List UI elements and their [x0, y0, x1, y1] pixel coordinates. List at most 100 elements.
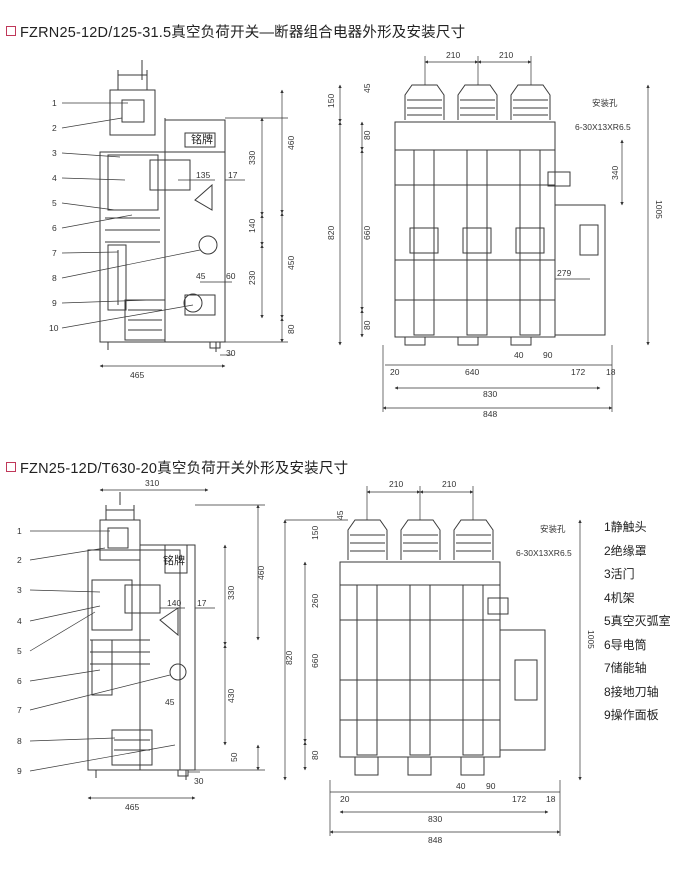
d2f-dim-210b: 210	[442, 479, 456, 489]
d2-part-1: 1	[17, 526, 22, 536]
d1-front-dim-text: 210 210 45 150 80 820 660 80 340 279 100…	[326, 50, 664, 419]
d1f-dim-90: 90	[543, 350, 553, 360]
d1-mount-hole-spec: 6-30X13XR6.5	[575, 122, 631, 132]
d1-side-dim-lines	[99, 89, 288, 368]
d2-side-dim-lines	[87, 488, 265, 800]
d1f-dim-210b: 210	[499, 50, 513, 60]
legend-item: 8接地刀轴	[604, 684, 659, 699]
d1f-dim-279: 279	[557, 268, 571, 278]
d2f-dim-40: 40	[456, 781, 466, 791]
d2-part-8: 8	[17, 736, 22, 746]
d2-dim-310: 310	[145, 478, 159, 488]
d2-dim-17: 17	[197, 598, 207, 608]
d1f-dim-340: 340	[610, 166, 620, 180]
d1-part-9: 9	[52, 298, 57, 308]
d2-front-dim-lines	[283, 486, 582, 836]
d1-part-10: 10	[49, 323, 59, 333]
d2-dim-430: 430	[226, 689, 236, 703]
d1-dim-460: 460	[286, 136, 296, 150]
legend-item: 3活门	[604, 567, 635, 581]
d2f-dim-20: 20	[340, 794, 350, 804]
d1-part-1: 1	[52, 98, 57, 108]
d1-dim-230: 230	[247, 271, 257, 285]
d2f-dim-80: 80	[310, 750, 320, 760]
d1f-dim-172: 172	[571, 367, 585, 377]
parts-legend: 1静触头 2绝缘罩 3活门 4机架 5真空灭弧室 6导电筒 7储能轴 8接地刀轴…	[604, 516, 671, 728]
d2f-dim-830: 830	[428, 814, 442, 824]
d1f-dim-80bot: 80	[362, 320, 372, 330]
d2f-dim-260: 260	[310, 594, 320, 608]
legend-item: 9操作面板	[604, 708, 659, 722]
d2f-dim-45: 45	[335, 510, 345, 520]
d2-nameplate-label: 铭牌	[163, 553, 185, 567]
d1f-dim-848: 848	[483, 409, 497, 419]
legend-item: 1静触头	[604, 520, 647, 534]
d2-part-5: 5	[17, 646, 22, 656]
d1-part-6: 6	[52, 223, 57, 233]
title-bullet-icon	[6, 462, 16, 472]
d1-part-2: 2	[52, 123, 57, 133]
d1-dim-80: 80	[286, 324, 296, 334]
d1-dim-140: 140	[247, 219, 257, 233]
d1-dim-330: 330	[247, 151, 257, 165]
d2f-dim-848: 848	[428, 835, 442, 845]
d1-front-view	[394, 84, 606, 346]
d2-part-3: 3	[17, 585, 22, 595]
d2-side-dim-text: 310 465 140 17 45 30 330 430 460 50	[125, 478, 266, 812]
d2-bushings	[347, 519, 494, 560]
d2-dim-45: 45	[165, 697, 175, 707]
d1-front-dim-lines	[338, 56, 650, 412]
d1-bushings	[404, 84, 551, 120]
d1f-dim-210a: 210	[446, 50, 460, 60]
legend-item: 7储能轴	[604, 661, 647, 675]
d1-dim-450: 450	[286, 256, 296, 270]
d1f-dim-1005: 1005	[654, 200, 664, 219]
d1-nameplate-label: 铭牌	[191, 132, 213, 146]
d2f-dim-660: 660	[310, 654, 320, 668]
d2-front-view	[339, 519, 546, 776]
d1-dim-135: 135	[196, 170, 210, 180]
d2-mount-hole-spec: 6-30X13XR6.5	[516, 548, 572, 558]
d2-dim-465: 465	[125, 802, 139, 812]
d1-part-5: 5	[52, 198, 57, 208]
d2f-dim-210a: 210	[389, 479, 403, 489]
d2-part-numbers: 1 2 3 4 5 6 7 8 9	[17, 526, 22, 776]
d2-part-7: 7	[17, 705, 22, 715]
diagram1-title: FZRN25-12D/125-31.5真空负荷开关—断器组合电器外形及安装尺寸	[6, 21, 465, 42]
d2f-dim-172: 172	[512, 794, 526, 804]
d2-front-dim-text: 210 210 45 150 260 820 660 80 1005 20 40…	[284, 479, 596, 845]
d2-dim-460: 460	[256, 566, 266, 580]
d1-part-8: 8	[52, 273, 57, 283]
d2f-dim-18: 18	[546, 794, 556, 804]
d2-part-4: 4	[17, 616, 22, 626]
d1f-dim-660: 660	[362, 226, 372, 240]
d2-mount-hole-label: 安装孔	[540, 524, 566, 534]
d1f-dim-150: 150	[326, 94, 336, 108]
legend-item: 2绝缘罩	[604, 543, 647, 558]
d1-dim-465: 465	[130, 370, 144, 380]
d1-part-leaders	[61, 102, 201, 329]
d2-part-6: 6	[17, 676, 22, 686]
diagram1-title-text: FZRN25-12D/125-31.5真空负荷开关—断器组合电器外形及安装尺寸	[20, 25, 466, 41]
d2-part-leaders	[29, 530, 176, 772]
d1-side-dim-text: 465 135 17 45 60 30 330 140 230 460 450 …	[130, 136, 296, 380]
d2f-dim-820: 820	[284, 651, 294, 665]
d1-part-7: 7	[52, 248, 57, 258]
d2-dim-50: 50	[229, 752, 239, 762]
d1f-dim-45: 45	[362, 83, 372, 93]
d1-part-numbers: 1 2 3 4 5 6 7 8 9 10	[49, 98, 59, 333]
d1-dim-17: 17	[228, 170, 238, 180]
diagram2-title: FZN25-12D/T630-20真空负荷开关外形及安装尺寸	[6, 457, 348, 478]
d2-part-2: 2	[17, 555, 22, 565]
d1-part-4: 4	[52, 173, 57, 183]
legend-item: 6导电筒	[604, 637, 647, 652]
d2f-dim-1005: 1005	[586, 630, 596, 649]
d1-side-view	[99, 60, 226, 352]
d2-part-9: 9	[17, 766, 22, 776]
d1-part-3: 3	[52, 148, 57, 158]
d2f-dim-90: 90	[486, 781, 496, 791]
d1-dim-45: 45	[196, 271, 206, 281]
legend-item: 5真空灭弧室	[604, 614, 671, 628]
d1f-dim-820: 820	[326, 226, 336, 240]
